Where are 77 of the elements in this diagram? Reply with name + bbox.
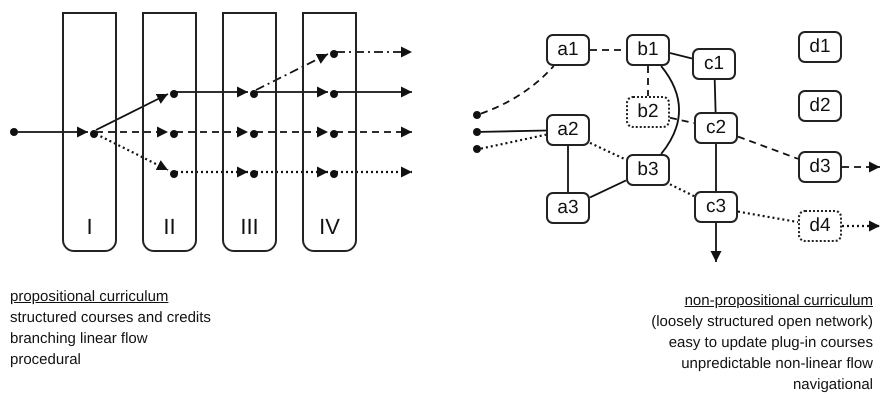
connector-line (738, 210, 798, 224)
arrow (842, 220, 880, 232)
connector-line (670, 183, 694, 198)
dot (473, 145, 481, 153)
connector-line (590, 180, 626, 198)
course-node: b2 (626, 96, 670, 128)
course-node: a2 (546, 114, 590, 146)
connector-line (567, 146, 569, 192)
dot (473, 128, 481, 136)
arrow (176, 86, 248, 98)
connector-line (647, 66, 649, 96)
course-node: b1 (626, 34, 670, 66)
dot (90, 130, 98, 138)
connector-line (715, 144, 717, 191)
connector-line (480, 134, 546, 150)
section-heading: propositional curriculum (10, 288, 168, 306)
description-text: easy to update plug-in courses (668, 334, 873, 352)
connector-line (590, 142, 626, 161)
connector-line (670, 116, 694, 124)
stage-column (222, 12, 277, 252)
course-node: c3 (694, 191, 738, 223)
arrow (336, 86, 412, 98)
arrow (336, 166, 412, 178)
dot (330, 90, 338, 98)
connector-line (480, 130, 546, 133)
dot (250, 170, 258, 178)
stage-label: IV (318, 214, 341, 240)
arrow (18, 126, 88, 138)
arrow (176, 126, 248, 138)
description-text: (loosely structured open network) (651, 313, 873, 331)
arrow (842, 162, 880, 172)
course-node: a3 (546, 192, 590, 224)
dot (473, 111, 481, 119)
dot (170, 90, 178, 98)
arrow (256, 53, 328, 91)
stage-column (302, 12, 357, 252)
stage-label: I (85, 214, 94, 240)
connector-line (480, 65, 554, 114)
course-node: d3 (798, 151, 842, 183)
connector-line (660, 65, 680, 155)
course-node: a1 (546, 34, 590, 66)
description-text: structured courses and credits (10, 309, 211, 327)
description-text: procedural (10, 351, 81, 369)
dot (330, 130, 338, 138)
course-node: c1 (692, 48, 736, 80)
arrow (710, 223, 722, 262)
stage-label: III (239, 214, 260, 240)
dot (250, 130, 258, 138)
connector-line (714, 80, 716, 112)
dot (10, 128, 18, 136)
description-text: unpredictable non-linear flow (681, 355, 873, 373)
arrow (256, 166, 328, 178)
description-text: branching linear flow (10, 330, 148, 348)
dot (250, 90, 258, 98)
course-node: d1 (798, 31, 842, 63)
section-heading: non-propositional curriculum (684, 292, 873, 310)
dot (170, 170, 178, 178)
course-node: d2 (798, 90, 842, 122)
course-node: d4 (798, 210, 842, 242)
course-node: c2 (694, 112, 738, 144)
arrow (256, 86, 328, 98)
connector-line (738, 136, 798, 160)
stage-column (62, 12, 117, 252)
dot (330, 170, 338, 178)
arrow (176, 166, 248, 178)
stage-label: II (162, 214, 177, 240)
arrow (336, 126, 412, 138)
dot (170, 130, 178, 138)
dot (330, 50, 338, 58)
arrow (256, 126, 328, 138)
course-node: b3 (626, 154, 670, 186)
description-text: navigational (792, 376, 873, 394)
connector-line (670, 52, 692, 60)
stage-column (142, 12, 197, 252)
arrow (96, 93, 168, 131)
arrow (336, 46, 412, 58)
arrow (96, 126, 168, 138)
